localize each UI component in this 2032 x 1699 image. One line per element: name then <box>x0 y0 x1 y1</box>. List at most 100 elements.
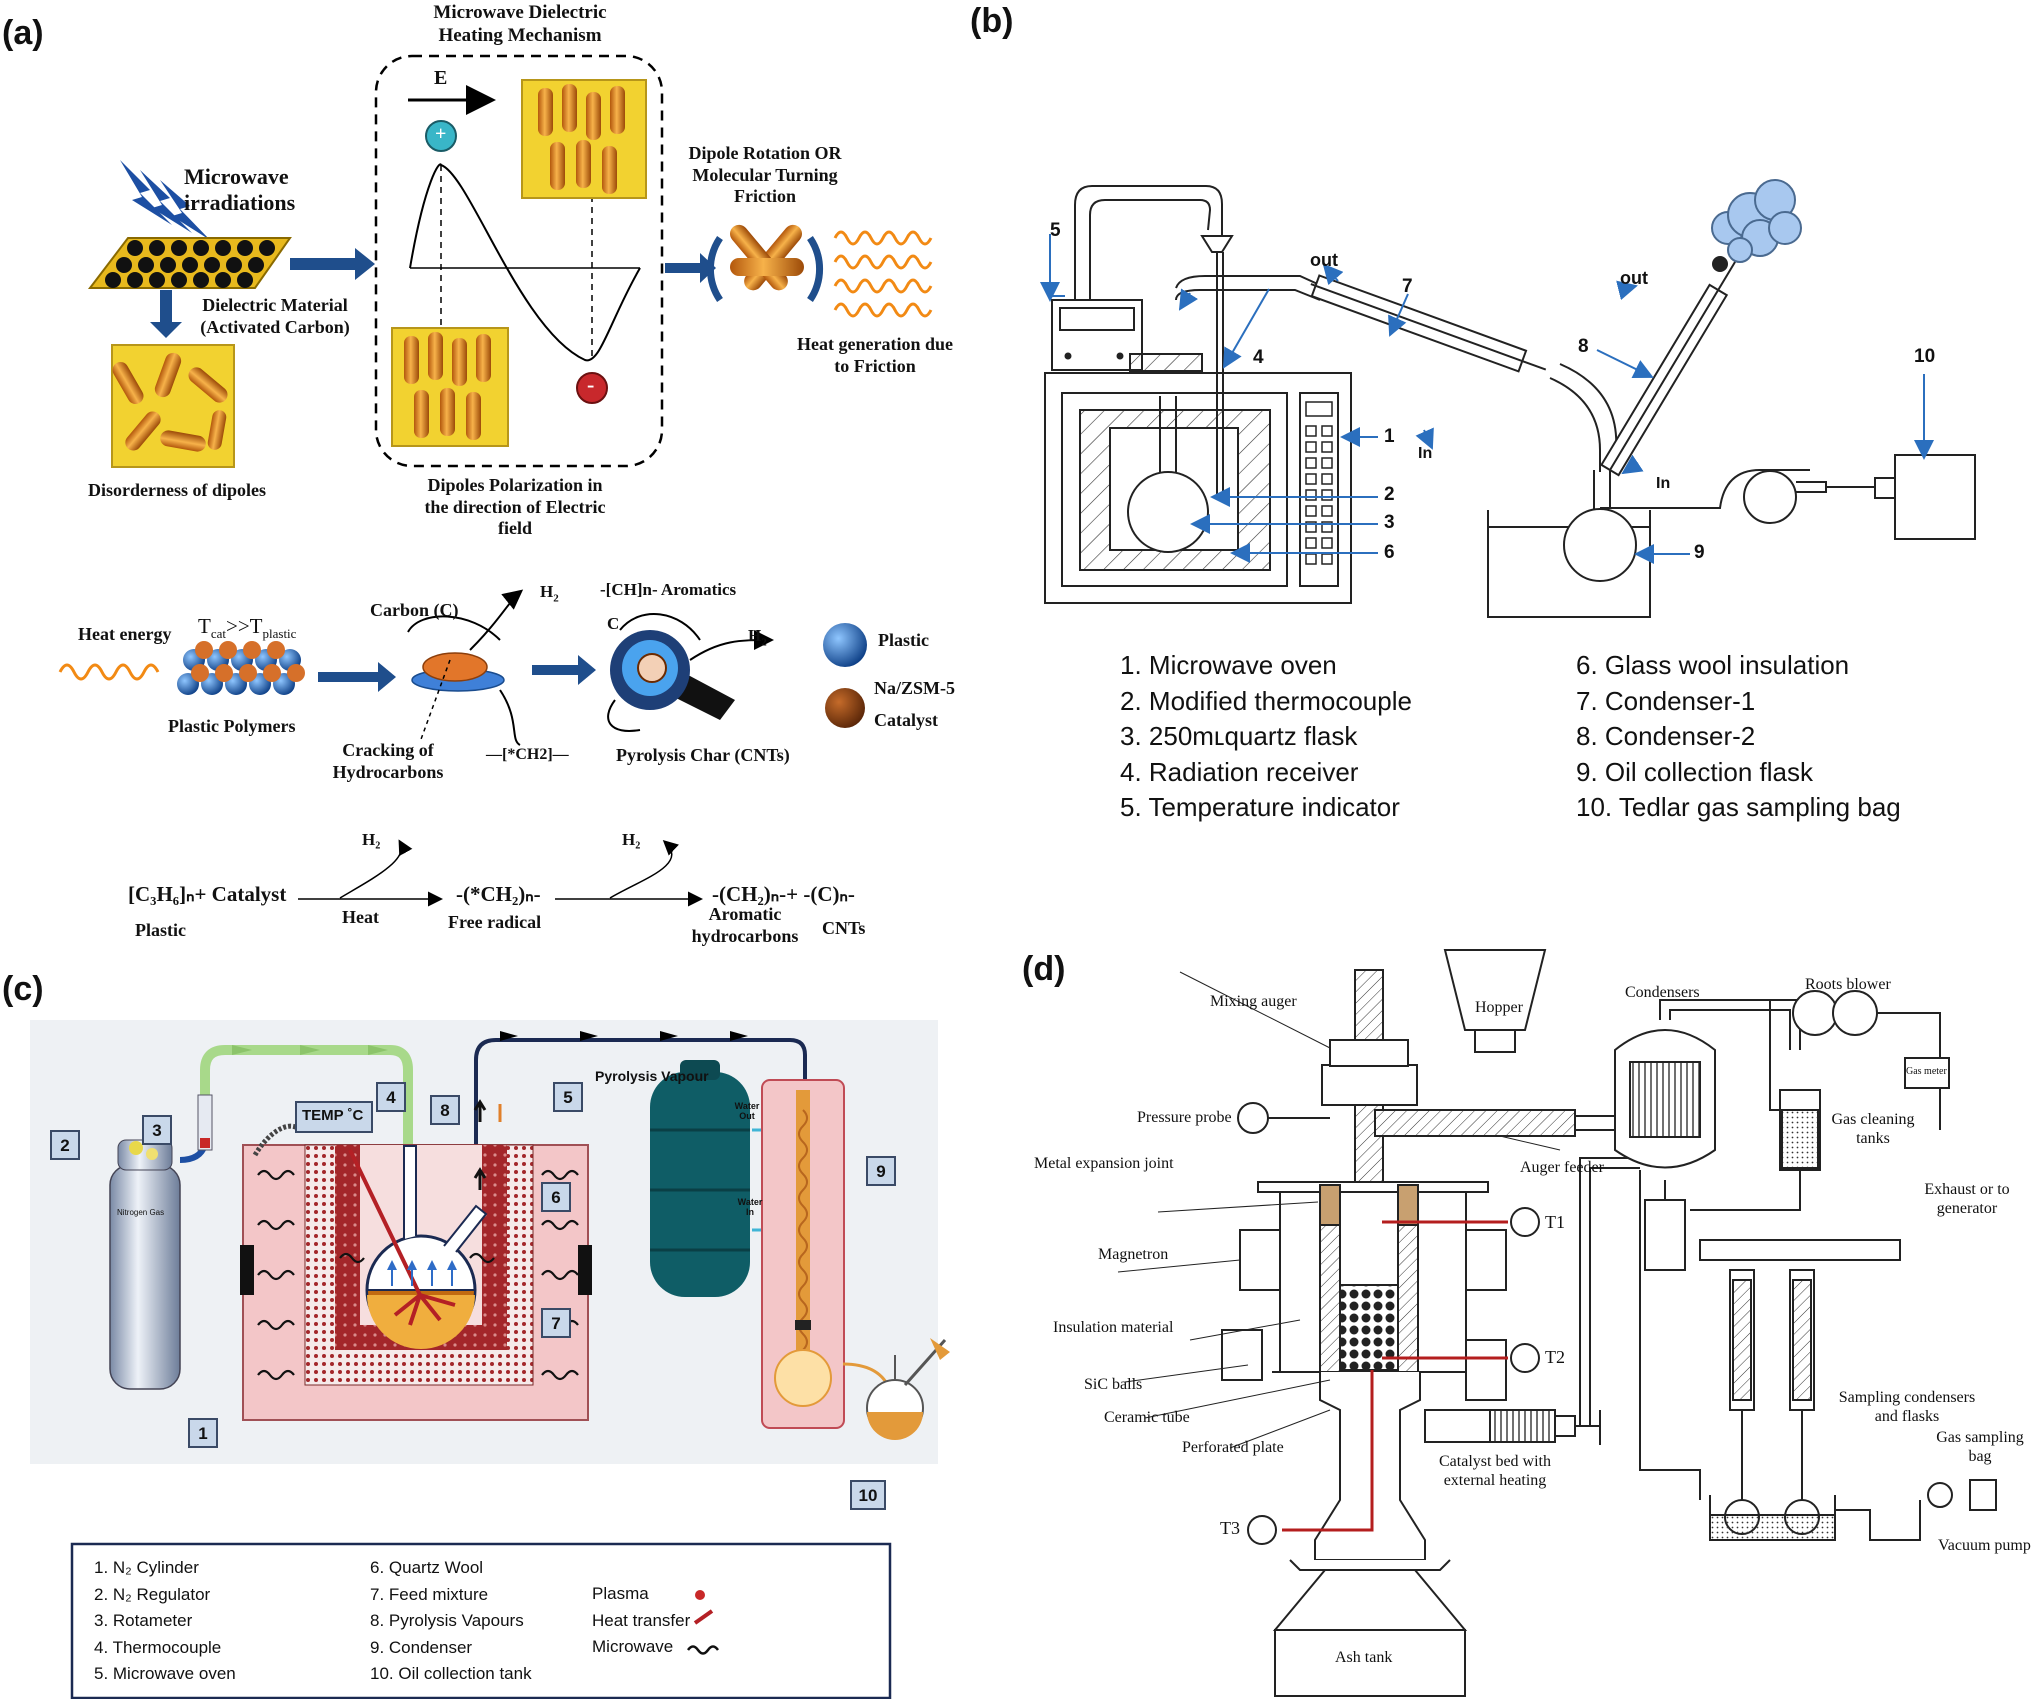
rotation-line1: Dipole Rotation OR <box>688 143 842 163</box>
ash-tank <box>1274 1629 1466 1697</box>
vacuum-pump-label: Vacuum pump <box>1938 1537 2031 1554</box>
equation-h2-1: H₂ <box>362 830 381 849</box>
gas-bag-line2: bag <box>1968 1448 1992 1466</box>
gas-meter-label: Gas meter <box>1906 1066 1947 1077</box>
t1-sensor <box>1510 1207 1540 1237</box>
cyclone <box>1314 1372 1426 1561</box>
sic-balls-label: SiC balls <box>1084 1376 1143 1393</box>
legend-c-item: 8. Pyrolysis Vapours <box>370 1611 524 1630</box>
panel-d-graphics <box>1117 949 1997 1697</box>
exhaust-label: Exhaust or to generator <box>1912 1180 2022 1218</box>
c-label: C <box>607 614 620 633</box>
equation-plastic: Plastic <box>135 920 186 940</box>
temp-display-text: TEMP ˚C <box>302 1107 364 1124</box>
panel-c-legend-col1: 1. N₂ Cylinder 2. N₂ Regulator 3. Rotame… <box>94 1555 236 1688</box>
heatgen-line2: to Friction <box>834 355 916 376</box>
sic-balls <box>1339 1284 1399 1371</box>
tcat-sub2: plastic <box>262 626 297 642</box>
legend-plastic: Plastic <box>878 630 929 650</box>
vacuum-pump <box>1927 1482 1953 1508</box>
microwave-line2: irradiations <box>184 190 296 216</box>
hopper <box>1443 949 1547 1031</box>
plastic-polymer-balls <box>177 641 305 695</box>
marker-5: 5 <box>553 1082 583 1112</box>
aromatics-label: -[CH]n- Aromatics <box>600 580 737 599</box>
sampling-line1: Sampling condensers <box>1838 1389 1976 1406</box>
panel-c: (c) <box>0 960 960 1699</box>
callout-6: 6 <box>1384 542 1395 563</box>
panel-d: (d) <box>1000 940 2032 1699</box>
oil-collection-flask <box>1563 508 1637 582</box>
panel-b-label: (b) <box>970 2 1014 40</box>
dielectric-label: Dielectric Material (Activated Carbon) <box>190 295 360 338</box>
vapour-pipe <box>474 1038 807 1145</box>
catalyst-line2: external heating <box>1443 1472 1547 1490</box>
water-in-line1: Water <box>737 1197 763 1207</box>
marker-4: 4 <box>376 1082 406 1112</box>
catalyst-line1: Catalyst bed with <box>1439 1453 1551 1470</box>
h2-1-h: H <box>540 582 554 601</box>
callout-8: 8 <box>1578 336 1589 357</box>
water-tank <box>650 1060 750 1297</box>
equation-heat: Heat <box>342 907 379 927</box>
marker-2: 2 <box>50 1130 80 1160</box>
callout-7: 7 <box>1402 276 1413 297</box>
polar-line3: field <box>498 518 532 539</box>
gas-cleaning-label: Gas cleaning tanks <box>1818 1110 1928 1148</box>
legend-catalyst: Na/ZSM-5 Catalyst <box>874 678 955 731</box>
exhaust-line2: generator <box>1936 1200 1998 1218</box>
legend-b-item: 6. Glass wool insulation <box>1576 650 1850 680</box>
callout-3: 3 <box>1384 512 1395 533</box>
callout-10: 10 <box>1914 346 1936 367</box>
eq-aromatic-line2: hydrocarbons <box>691 925 799 946</box>
marker-6: 6 <box>541 1182 571 1212</box>
cracking-label: Cracking of Hydrocarbons <box>318 740 458 783</box>
marker-10: 10 <box>850 1480 886 1510</box>
marker-9: 9 <box>866 1156 896 1186</box>
legend-b-item: 10. Tedlar gas sampling bag <box>1576 792 1901 822</box>
panel-d-label: (d) <box>1022 950 1066 988</box>
dielectric-line2: (Activated Carbon) <box>200 316 350 337</box>
plastic-legend-ball <box>823 623 867 667</box>
ash-tank-top <box>1272 1569 1468 1631</box>
legend-c-item: 7. Feed mixture <box>370 1584 489 1604</box>
sampling-label: Sampling condensers and flasks <box>1812 1388 2002 1426</box>
roots-blower-label: Roots blower <box>1805 976 1891 993</box>
legend-catalyst-line1: Na/ZSM-5 <box>874 678 955 698</box>
magnetron-label: Magnetron <box>1098 1246 1169 1263</box>
polar-line2: the direction of Electric <box>424 496 606 517</box>
panel-b-graphics <box>1040 179 1976 618</box>
char-label: Pyrolysis Char (CNTs) <box>616 745 790 765</box>
ash-tank-label: Ash tank <box>1335 1649 1393 1666</box>
legend-c-item: Heat transfer <box>592 1610 691 1630</box>
oil-collection-tank <box>842 1338 950 1440</box>
legend-b-item: 9. Oil collection flask <box>1576 756 1813 787</box>
pyrolysis-vapour-label: Pyrolysis Vapour <box>595 1068 709 1084</box>
marker-1: 1 <box>188 1418 218 1448</box>
tcat-label: Tcat>>Tplastic <box>198 614 296 642</box>
dielectric-tray <box>87 237 292 289</box>
legend-c-item: 4. Thermocouple <box>94 1637 222 1657</box>
ch2-label: —[*CH2]— <box>486 746 569 763</box>
gas-meter <box>1904 1057 1950 1089</box>
cracking-line1: Cracking of <box>342 740 434 760</box>
equation-product: -(CH₂)ₙ-+ -(C)ₙ- <box>712 882 855 906</box>
rotation-label: Dipole Rotation OR Molecular Turning Fri… <box>665 143 865 208</box>
water-out-line1: Water <box>734 1101 760 1111</box>
mechanism-box <box>374 54 664 468</box>
legend-b-item: 8. Condenser-2 <box>1576 721 1756 751</box>
eq-aromatic-line1: Aromatic <box>708 904 782 924</box>
panel-a-graphics <box>58 54 933 907</box>
disorder-label: Disorderness of dipoles <box>88 480 267 500</box>
tcat-t: T <box>198 614 211 638</box>
exhaust-line1: Exhaust or to <box>1924 1181 2010 1198</box>
panel-c-legend-col3: Plasma Heat transfer Microwave <box>592 1581 690 1661</box>
plastic-polymers-label: Plastic Polymers <box>168 716 296 736</box>
microwave-label: Microwave irradiations <box>184 164 295 217</box>
flow-arrows <box>232 1045 388 1055</box>
t3-sensor <box>1247 1515 1277 1545</box>
out-label-1: out <box>1310 250 1338 270</box>
magnetron-left <box>1239 1229 1281 1291</box>
mechanism-title-line1: Microwave Dielectric <box>433 2 607 23</box>
legend-c-item: 2. N₂ Regulator <box>94 1584 211 1604</box>
